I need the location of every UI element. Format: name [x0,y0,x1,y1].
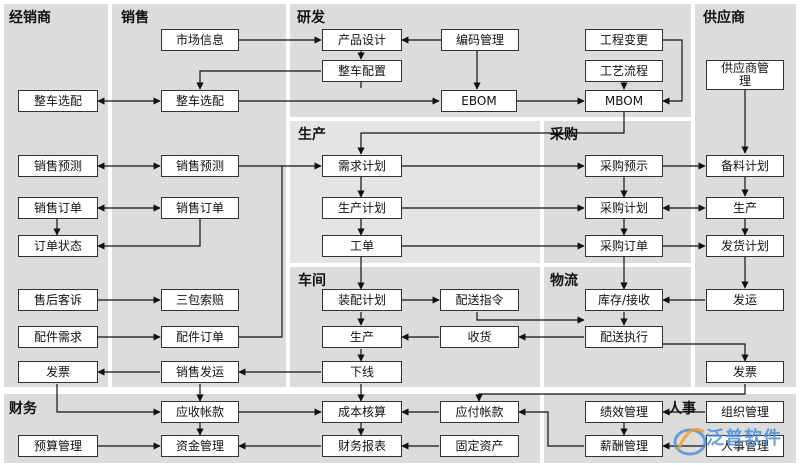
section-title-production: 生产 [298,127,326,143]
node-performance: 绩效管理 [585,401,663,423]
node-market-info: 市场信息 [161,29,239,51]
node-dealer-vehicle-select: 整车选配 [18,90,98,112]
node-payroll: 薪酬管理 [585,435,663,457]
node-demand-plan: 需求计划 [322,155,402,177]
section-title-logistics: 物流 [550,273,578,289]
section-title-rnd: 研发 [297,10,325,26]
node-hr-mgmt: 人事管理 [706,435,784,457]
node-ebom: EBOM [441,90,517,112]
region-dealer [4,4,108,387]
node-delivery-plan: 发货计划 [706,235,784,257]
node-assembly-plan: 装配计划 [322,289,402,311]
node-workshop-production: 生产 [322,326,402,348]
node-dispatch-exec: 配送执行 [585,326,663,348]
node-process-flow: 工艺流程 [585,60,663,82]
section-title-workshop: 车间 [298,273,326,289]
node-sales-shipping: 销售发运 [161,361,239,383]
node-stock-plan: 备料计划 [706,155,784,177]
node-production-plan: 生产计划 [322,197,402,219]
node-after-sales: 售后客诉 [18,289,98,311]
node-purchase-plan: 采购计划 [585,197,663,219]
node-cost-accounting: 成本核算 [322,401,402,423]
section-title-hr: 人事 [668,401,696,417]
node-inventory: 库存/接收 [585,289,663,311]
node-dealer-order: 销售订单 [18,197,98,219]
node-dispatch-cmd: 配送指令 [440,289,519,311]
node-supplier-invoice: 发票 [706,361,784,383]
node-dealer-invoice: 发票 [18,361,98,383]
node-warranty: 三包索赔 [161,289,239,311]
node-receiving: 收货 [440,326,519,348]
node-mbom: MBOM [585,90,663,112]
node-org-mgmt: 组织管理 [706,401,784,423]
node-eng-change: 工程变更 [585,29,663,51]
node-product-design: 产品设计 [322,29,402,51]
section-title-purchasing: 采购 [550,127,578,143]
node-payable: 应付帐款 [440,401,519,423]
section-title-sales: 销售 [121,10,149,26]
brand-logo-icon [673,427,707,456]
node-purchase-forecast: 采购预示 [585,155,663,177]
section-title-supplier: 供应商 [703,10,745,26]
section-title-finance: 财务 [9,401,37,417]
brand-logo-text: 泛普软件 [706,428,782,449]
node-sales-forecast: 销售预测 [161,155,239,177]
node-fin-report: 财务报表 [322,435,402,457]
node-receivable: 应收帐款 [161,401,239,423]
node-work-order: 工单 [322,235,402,257]
node-fund: 资金管理 [161,435,239,457]
node-supplier-mgmt: 供应商管理 [706,60,784,90]
node-vehicle-config: 整车配置 [322,60,402,82]
node-sales-vehicle-select: 整车选配 [161,90,239,112]
node-fixed-assets: 固定资产 [440,435,519,457]
section-title-dealer: 经销商 [9,10,51,26]
node-parts-order: 配件订单 [161,326,239,348]
node-offline: 下线 [322,361,402,383]
node-budget: 预算管理 [18,435,98,457]
node-sales-order: 销售订单 [161,197,239,219]
node-supplier-production: 生产 [706,197,784,219]
node-parts-demand: 配件需求 [18,326,98,348]
node-dealer-forecast: 销售预测 [18,155,98,177]
node-purchase-order: 采购订单 [585,235,663,257]
node-shipping: 发运 [706,289,784,311]
node-coding-mgmt: 编码管理 [441,29,519,51]
node-order-status: 订单状态 [18,235,98,257]
